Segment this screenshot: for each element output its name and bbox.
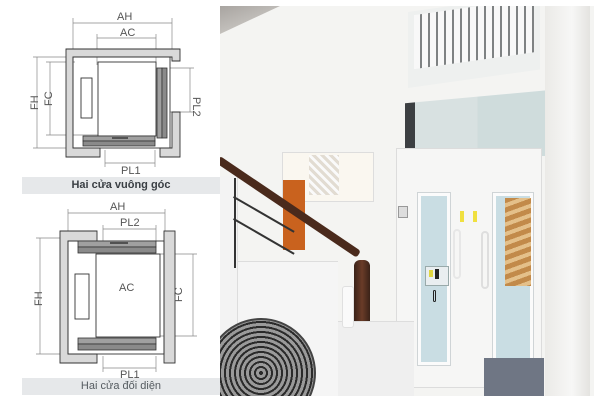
door-handle-left: [453, 229, 461, 279]
label-ah: AH: [110, 201, 125, 213]
caption-perpendicular: Hai cửa vuông góc: [22, 177, 220, 194]
elevator-door-right: [492, 192, 534, 372]
label-ac: AC: [119, 282, 134, 294]
sticker-right: [473, 211, 477, 222]
label-pl2: PL2: [120, 217, 140, 229]
elevator-photo: [220, 6, 594, 396]
floorplan-opposite: AH PL2 AC FH FC PL1: [33, 201, 197, 381]
label-pl2: PL2: [190, 97, 202, 117]
label-fh: FH: [29, 95, 41, 110]
sticker-left: [460, 211, 464, 222]
wood-reflection: [505, 198, 531, 286]
label-fc: FC: [43, 91, 55, 106]
floor-step: [484, 358, 544, 396]
label-fh: FH: [33, 291, 45, 306]
elevator-cabin: [396, 148, 542, 388]
label-fc: FC: [173, 287, 185, 302]
upper-window: [408, 6, 540, 89]
door-handle-right: [481, 231, 489, 289]
newel-post: [354, 260, 370, 326]
call-panel: [398, 206, 408, 218]
label-ah: AH: [117, 11, 132, 23]
caption-opposite: Hai cửa đối diện: [22, 378, 220, 395]
ceiling-shadow: [220, 6, 280, 34]
column: [545, 6, 590, 396]
label-ac: AC: [120, 27, 135, 39]
label-pl1: PL1: [121, 165, 141, 177]
stair-step: [338, 321, 414, 396]
mezzanine-window: [405, 90, 550, 156]
stair-post: [342, 286, 354, 328]
diagram-opposite-doors: AH PL2 AC FH FC PL1 Hai cửa đối diện: [0, 196, 220, 400]
diagram-perpendicular-doors: AH AC FH FC PL2 PL1 Hai cửa vuông góc: [0, 0, 220, 196]
baluster: [234, 178, 236, 268]
floorplan-perpendicular: AH AC FH FC PL2 PL1: [29, 11, 202, 177]
elevator-door-left: [417, 192, 451, 366]
